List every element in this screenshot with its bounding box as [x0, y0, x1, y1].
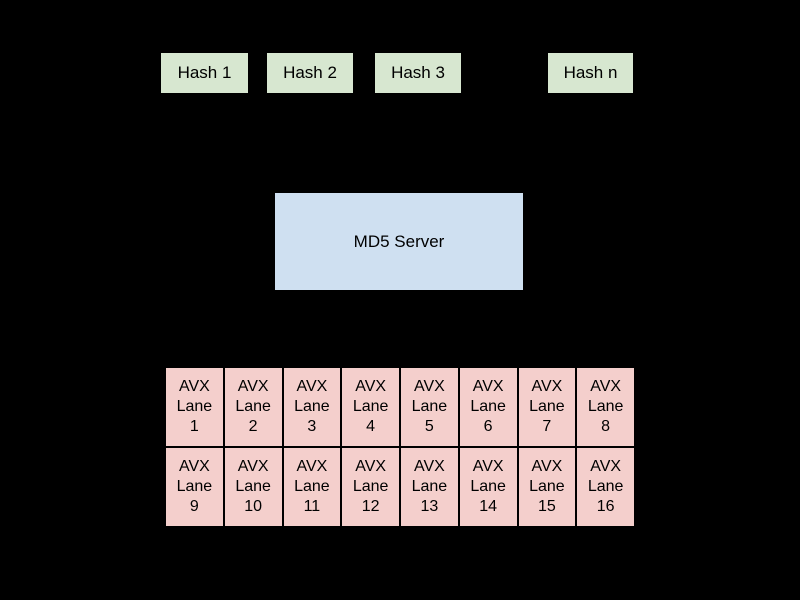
hash-box-n-label: Hash n: [563, 63, 618, 82]
avx-lane-cell-15: AVX Lane 15: [517, 447, 577, 527]
md5-server-label: MD5 Server: [353, 231, 445, 251]
hash-box-2: Hash 2: [265, 51, 355, 95]
avx-lane-cell-13: AVX Lane 13: [400, 447, 459, 527]
avx-lane-cell-1: AVX Lane 1: [165, 367, 224, 447]
hash-box-1-label: Hash 1: [177, 63, 232, 82]
hash-box-n: Hash n: [546, 51, 635, 95]
avx-lane-cell-8: AVX Lane 8: [576, 367, 635, 447]
hash-box-3: Hash 3: [373, 51, 463, 95]
avx-lane-cell-16: AVX Lane 16: [576, 447, 635, 527]
avx-lane-cell-14: AVX Lane 14: [458, 447, 518, 527]
avx-lane-cell-12: AVX Lane 12: [341, 447, 400, 527]
avx-lane-cell-7: AVX Lane 7: [517, 367, 577, 447]
md5-server-box: MD5 Server: [275, 193, 523, 290]
avx-lane-cell-2: AVX Lane 2: [223, 367, 283, 447]
avx-lane-cell-6: AVX Lane 6: [458, 367, 518, 447]
hash-box-1: Hash 1: [159, 51, 250, 95]
avx-lane-cell-10: AVX Lane 10: [223, 447, 283, 527]
hash-box-3-label: Hash 3: [391, 63, 445, 82]
avx-lane-cell-3: AVX Lane 3: [282, 367, 342, 447]
avx-lane-cell-4: AVX Lane 4: [341, 367, 400, 447]
hash-box-2-label: Hash 2: [283, 63, 337, 82]
avx-lane-cell-5: AVX Lane 5: [400, 367, 459, 447]
avx-lane-cell-9: AVX Lane 9: [165, 447, 224, 527]
avx-lane-grid: AVX Lane 1 AVX Lane 2 AVX Lane 3 AVX Lan…: [164, 366, 636, 528]
avx-lane-cell-11: AVX Lane 11: [282, 447, 342, 527]
